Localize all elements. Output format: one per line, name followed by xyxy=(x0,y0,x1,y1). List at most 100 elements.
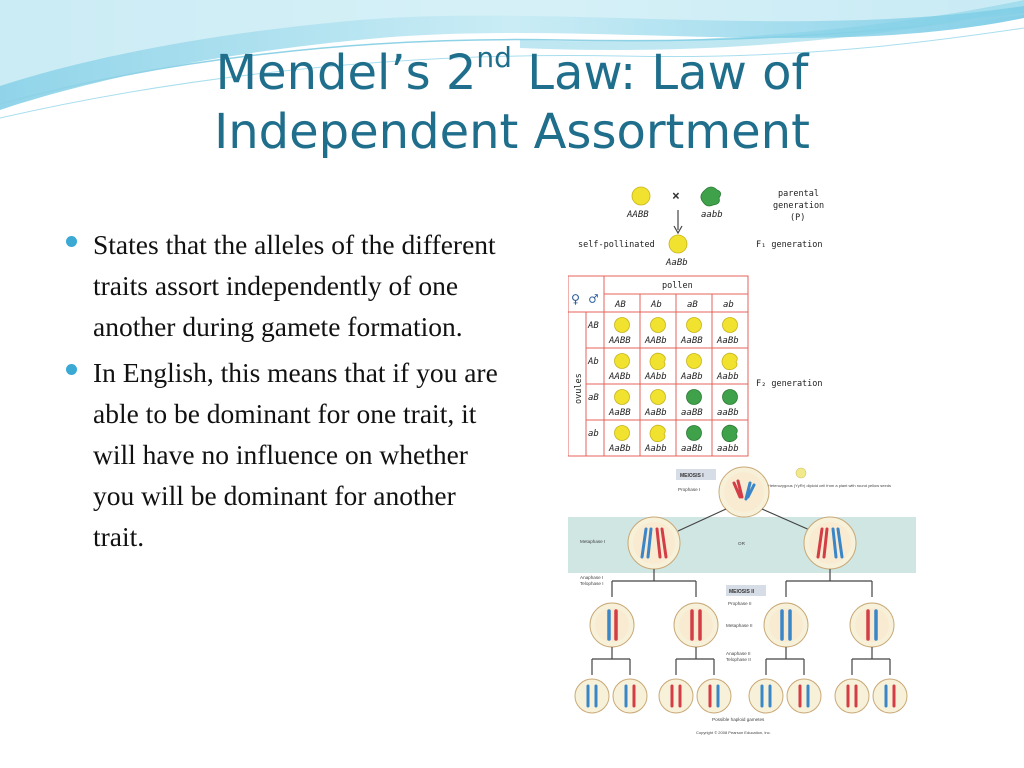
f1-generation-label: F₁ generation xyxy=(756,240,823,250)
or-label: OR xyxy=(738,541,746,546)
connector-line xyxy=(785,569,873,597)
offspring-genotype: AaBb xyxy=(644,408,667,418)
parent1-genotype: AABB xyxy=(626,210,649,220)
connector-line xyxy=(851,647,891,675)
yellow-seed-icon xyxy=(795,467,807,479)
yellow-pea-icon xyxy=(631,186,651,206)
telophase-2-label: Telophase II xyxy=(726,657,751,662)
metaphase-2-cell xyxy=(589,602,635,648)
metaphase-2-cell xyxy=(849,602,895,648)
bullet-dot-icon xyxy=(66,236,77,247)
prophase-1-label: Prophase I xyxy=(678,487,700,492)
prophase-2-label: Prophase II xyxy=(728,601,752,606)
gametes-caption: Possible haploid gametes xyxy=(712,717,765,722)
arrowhead-icon xyxy=(673,225,683,235)
offspring-genotype: AABb xyxy=(644,336,667,346)
telophase-1-label: Telophase I xyxy=(580,581,604,586)
f1-genotype: AaBb xyxy=(665,258,688,268)
title-line1: Mendel’s 2nd Law: Law of xyxy=(215,41,809,102)
anaphase-1-label: Anaphase I xyxy=(580,575,603,580)
anaphase-2-label: Anaphase II xyxy=(726,651,751,656)
title-superscript: nd xyxy=(476,41,512,74)
round-yellow-pea-icon xyxy=(650,317,666,333)
header-swoosh-decoration xyxy=(0,0,1024,119)
round-yellow-pea-icon xyxy=(614,353,630,369)
pollen-gamete-label: Ab xyxy=(650,300,662,310)
round-yellow-pea-icon xyxy=(614,425,630,441)
sex-symbols: ♀ ♂ xyxy=(571,290,598,308)
meiosis-diagram: MEIOSIS I Prophase I Heterozygous (YyRr)… xyxy=(568,459,920,742)
ovules-label: ovules xyxy=(574,373,584,404)
connector-line xyxy=(591,647,631,675)
seed-caption: Heterozygous (YyRr) diploid cell from a … xyxy=(768,483,891,488)
round-green-pea-icon xyxy=(686,389,702,405)
offspring-genotype: AaBB xyxy=(608,408,631,418)
metaphase-1-cell-right xyxy=(803,516,857,570)
ovule-gamete-label: aB xyxy=(588,393,599,403)
round-yellow-pea-icon xyxy=(686,353,702,369)
self-pollinated-label: self-pollinated xyxy=(578,240,655,250)
wrinkled-yellow-pea-icon xyxy=(649,352,666,371)
slide-title: Mendel’s 2nd Law: Law of Independent Ass… xyxy=(100,44,924,162)
parent2-genotype: aabb xyxy=(701,210,723,220)
ovule-gamete-label: AB xyxy=(587,321,599,331)
connector-line xyxy=(675,647,715,675)
round-yellow-pea-icon xyxy=(686,317,702,333)
metaphase-2-cell xyxy=(673,602,719,648)
offspring-genotype: aabb xyxy=(717,444,739,454)
round-yellow-pea-icon xyxy=(722,317,738,333)
bullet-dot-icon xyxy=(66,364,77,375)
ovule-gamete-label: Ab xyxy=(587,357,599,367)
meiosis-2-label: MEIOSIS II xyxy=(729,589,755,595)
connector-line xyxy=(611,569,697,597)
offspring-genotype: Aabb xyxy=(644,444,667,454)
round-yellow-pea-icon xyxy=(614,317,630,333)
offspring-genotype: Aabb xyxy=(716,372,739,382)
parental-label-1: parental xyxy=(778,189,819,199)
meiosis-1-label: MEIOSIS I xyxy=(680,473,704,479)
offspring-genotype: AaBb xyxy=(608,444,631,454)
wrinkled-yellow-pea-icon xyxy=(649,424,666,443)
round-green-pea-icon xyxy=(722,389,738,405)
dihybrid-cross-diagram: AABB × aabb parental generation (P) self… xyxy=(568,180,832,458)
yellow-pea-icon xyxy=(668,234,688,254)
connector-line xyxy=(765,647,805,675)
f2-generation-label: F₂ generation xyxy=(756,379,823,389)
offspring-genotype: AABb xyxy=(608,372,631,382)
offspring-genotype: AAbb xyxy=(644,372,667,382)
round-yellow-pea-icon xyxy=(614,389,630,405)
meiosis-1-badge xyxy=(676,469,716,480)
meiosis-2-badge xyxy=(726,585,766,596)
metaphase-1-label: Metaphase I xyxy=(580,539,605,544)
copyright-caption: Copyright © 2008 Pearson Education, Inc. xyxy=(696,730,771,735)
offspring-genotype: aaBB xyxy=(681,408,703,418)
pollen-gamete-label: AB xyxy=(614,300,626,310)
pollen-label: pollen xyxy=(662,281,693,291)
bullet-item: States that the alleles of the different… xyxy=(64,224,504,347)
round-green-pea-icon xyxy=(686,425,702,441)
offspring-genotype: AaBB xyxy=(680,336,703,346)
cross-symbol: × xyxy=(672,189,680,204)
offspring-genotype: AaBb xyxy=(680,372,703,382)
prophase-1-cell xyxy=(718,466,770,518)
bullet-list: States that the alleles of the different… xyxy=(64,224,504,562)
offspring-genotype: AABB xyxy=(608,336,631,346)
metaphase-2-label: Metaphase II xyxy=(726,623,753,628)
metaphase-band xyxy=(568,517,916,573)
arrow-icon xyxy=(761,508,813,532)
title-line2: Independent Assortment xyxy=(214,104,810,160)
round-yellow-pea-icon xyxy=(650,389,666,405)
pollen-gamete-label: aB xyxy=(687,300,698,310)
metaphase-2-cell xyxy=(763,602,809,648)
parental-label-3: (P) xyxy=(790,213,805,223)
offspring-genotype: aaBb xyxy=(717,408,739,418)
wrinkled-green-pea-icon xyxy=(700,186,721,207)
bullet-item: In English, this means that if you are a… xyxy=(64,352,504,557)
parental-label-2: generation xyxy=(773,201,824,211)
offspring-genotype: aaBb xyxy=(681,444,703,454)
arrow-icon xyxy=(677,508,727,532)
offspring-genotype: AaBb xyxy=(716,336,739,346)
wrinkled-yellow-pea-icon xyxy=(721,352,738,371)
ovule-gamete-label: ab xyxy=(588,429,599,439)
